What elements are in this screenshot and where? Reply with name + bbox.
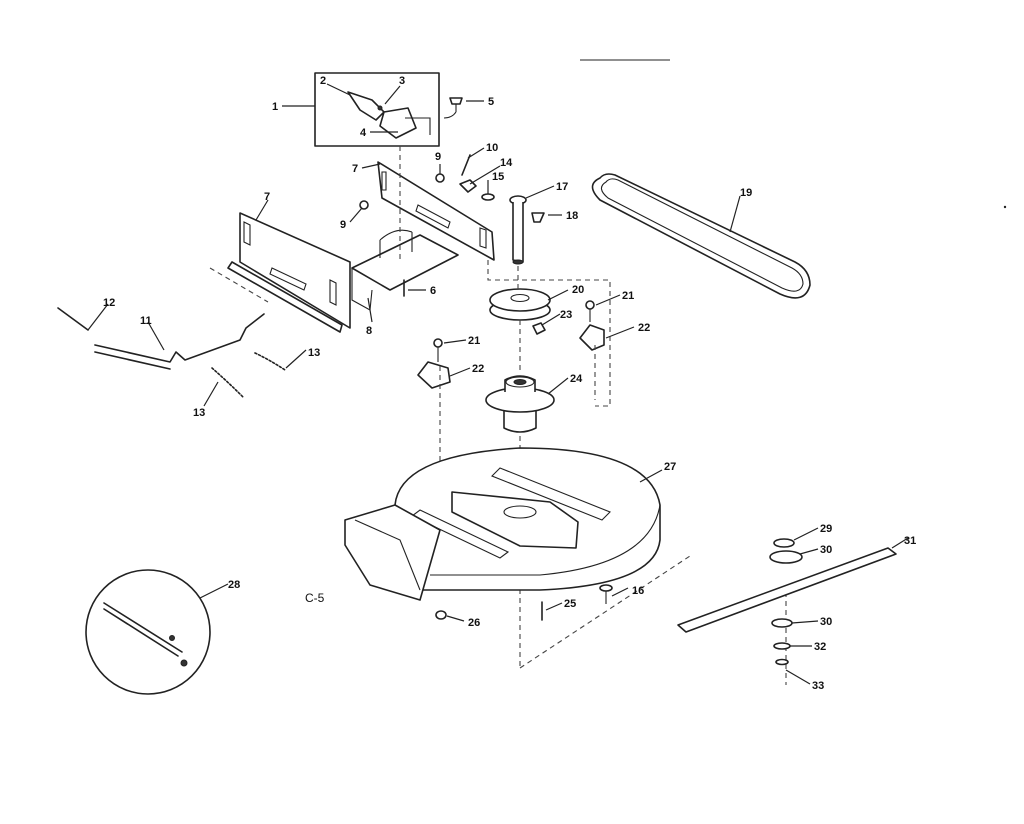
nut-23	[532, 322, 546, 335]
label-14: 14	[500, 157, 513, 169]
washer-9a	[435, 173, 445, 183]
drive-belt	[591, 173, 811, 299]
washer-29	[773, 538, 795, 548]
bracket-22-right	[579, 324, 605, 351]
key-18	[531, 212, 545, 223]
bolt-16	[599, 584, 613, 604]
label-9-left: 9	[340, 219, 346, 231]
label-5: 5	[488, 96, 494, 108]
adapter-30-top	[769, 550, 803, 564]
spindle-housing	[485, 375, 555, 433]
pulley	[489, 288, 551, 321]
assembly-lines	[209, 146, 787, 685]
blade-assembly	[677, 538, 897, 666]
label-9-top: 9	[435, 151, 441, 163]
washer-9b	[359, 200, 369, 210]
label-7-right: 7	[352, 163, 358, 175]
right-plate	[377, 161, 495, 261]
inset-detail	[85, 569, 211, 695]
label-30-top: 30	[820, 544, 832, 556]
label-13-upper: 13	[308, 347, 320, 359]
part-labels: 1 2 3 4 5 6 7 7 8 9 9 10 11 12 13 13 14 …	[103, 75, 916, 692]
label-7-left: 7	[264, 191, 270, 203]
label-10: 10	[486, 142, 498, 154]
label-4: 4	[360, 127, 367, 139]
bolt-5	[443, 97, 463, 119]
label-12: 12	[103, 297, 115, 309]
label-26: 26	[468, 617, 480, 629]
label-30-bottom: 30	[820, 616, 832, 628]
label-11: 11	[140, 315, 152, 327]
nut-26	[435, 610, 447, 620]
bolt-21-right	[585, 300, 595, 322]
label-20: 20	[572, 284, 584, 296]
label-31: 31	[904, 535, 916, 547]
label-21-left: 21	[468, 335, 480, 347]
bracket-22-left	[417, 361, 451, 389]
bracket-assembly-box	[314, 72, 440, 147]
label-25: 25	[564, 598, 576, 610]
label-24: 24	[570, 373, 583, 385]
spring-13-upper	[254, 352, 286, 371]
label-32: 32	[814, 641, 826, 653]
label-15: 15	[492, 171, 504, 183]
washer-32	[773, 642, 791, 650]
label-19: 19	[740, 187, 752, 199]
bolt-21-left	[433, 338, 443, 362]
label-8: 8	[366, 325, 372, 337]
adapter-30-bottom	[771, 618, 793, 628]
spindle-shaft	[509, 195, 527, 265]
leader-lines	[87, 83, 909, 685]
diagram-code: C-5	[305, 591, 325, 605]
pin-10	[461, 154, 471, 176]
label-17: 17	[556, 181, 568, 193]
label-13-lower: 13	[193, 407, 205, 419]
bracket-8	[351, 229, 459, 311]
label-21-right: 21	[622, 290, 634, 302]
label-22-right: 22	[638, 322, 650, 334]
label-29: 29	[820, 523, 832, 535]
label-27: 27	[664, 461, 676, 473]
left-plate	[227, 212, 351, 333]
label-28: 28	[228, 579, 240, 591]
washer-15	[481, 193, 495, 201]
label-3: 3	[399, 75, 405, 87]
label-6: 6	[430, 285, 436, 297]
label-1: 1	[272, 101, 278, 113]
handle-12	[57, 307, 89, 331]
spring-13-lower	[211, 367, 245, 399]
control-rod	[94, 313, 265, 370]
label-22-left: 22	[472, 363, 484, 375]
label-16: 16	[632, 585, 644, 597]
label-23: 23	[560, 309, 572, 321]
mower-deck	[344, 447, 661, 601]
stray-dot	[1003, 205, 1007, 209]
label-2: 2	[320, 75, 326, 87]
label-33: 33	[812, 680, 824, 692]
label-18: 18	[566, 210, 578, 222]
bolt-33	[775, 658, 789, 666]
